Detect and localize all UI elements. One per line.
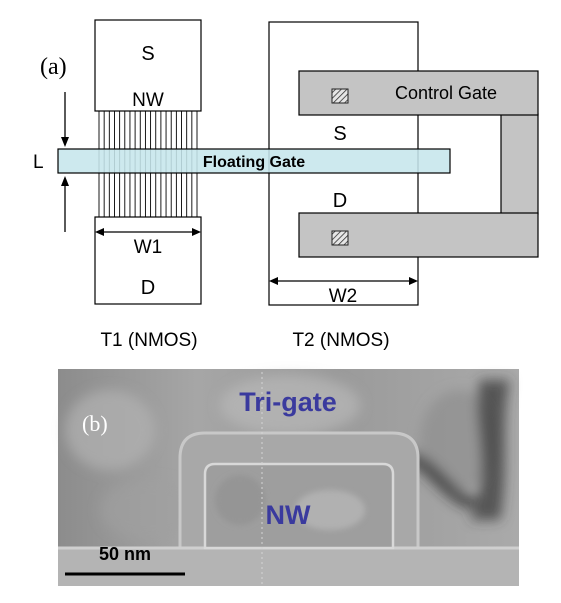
t2-transistor: Control Gate S D W2 T2 (NMOS) [268,21,539,351]
w2-label: W2 [329,286,358,307]
t1-drain-label: D [141,277,155,299]
t1-nanowire-label: NW [132,90,164,111]
floating-gate-label: Floating Gate [203,154,305,171]
control-gate-label: Control Gate [395,83,497,103]
t1-transistor: S NW D W1 T1 (NMOS) [94,19,202,351]
tem-texture [65,375,510,540]
t1-source-label: S [141,43,154,65]
length-label: L [33,152,44,173]
nanowire-label: NW [266,500,311,530]
l-arrow-bottom-head [61,176,69,186]
w2-arrow-right [409,277,418,285]
panel-a-label: (a) [40,54,67,80]
l-arrow-top-head [61,137,69,147]
t1-caption: T1 (NMOS) [100,330,197,351]
w1-label: W1 [134,237,163,258]
t1-source-pad [94,19,202,112]
scale-bar-label: 50 nm [99,544,151,564]
w1-arrow-left [95,228,104,236]
w1-arrow-right [192,228,201,236]
floating-gate: Floating Gate [57,148,451,174]
panel-b-tem-image: (b) Tri-gate NW 50 nm [58,369,519,586]
t2-caption: T2 (NMOS) [292,330,389,351]
control-gate-top-contact [331,88,349,104]
t2-drain-label: D [333,190,347,212]
control-gate-right-bar [500,113,539,215]
nanowire-texture [215,475,365,530]
floating-gate-bar [57,148,451,174]
substrate-band [58,548,519,586]
panel-b-label: (b) [82,411,108,436]
w2-arrow-left [269,277,278,285]
control-gate-bottom-contact [331,230,349,246]
t2-source-label: S [333,123,346,145]
length-dimension: L [33,92,69,232]
panel-a: (a) S NW D W1 T1 (NMOS) L [33,19,539,351]
tri-gate-label: Tri-gate [239,387,337,417]
